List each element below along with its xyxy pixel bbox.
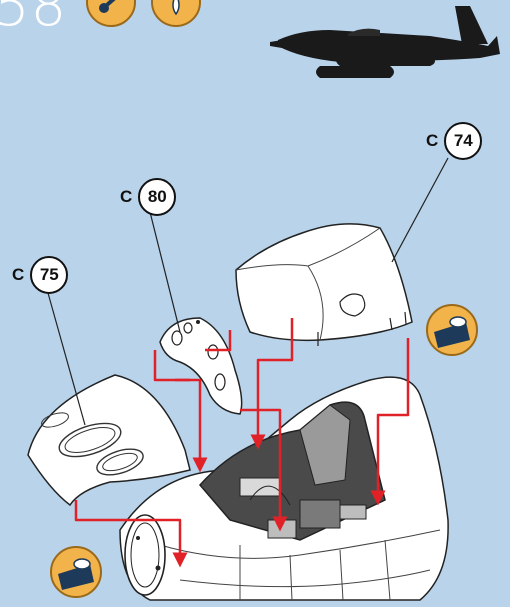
- part-letter: C: [12, 265, 24, 285]
- part-number: 74: [444, 122, 482, 160]
- leader-line-c74: [392, 158, 448, 262]
- part-label-c75: C 75: [12, 256, 68, 294]
- part-letter: C: [120, 187, 132, 207]
- glue-drop-icon: [152, 0, 200, 26]
- masking-tape-icon: [427, 305, 477, 355]
- cover-c74: [236, 224, 412, 346]
- aircraft-silhouette: [270, 6, 500, 78]
- fuselage-body: [120, 377, 448, 600]
- leader-line-c80: [150, 212, 180, 332]
- part-letter: C: [426, 131, 438, 151]
- part-number: 75: [30, 256, 68, 294]
- part-label-c74: C 74: [426, 122, 482, 160]
- masking-tape-icon: [51, 547, 101, 597]
- part-label-c80: C 80: [120, 178, 176, 216]
- paint-brush-dot-icon: [87, 0, 135, 26]
- part-number: 80: [138, 178, 176, 216]
